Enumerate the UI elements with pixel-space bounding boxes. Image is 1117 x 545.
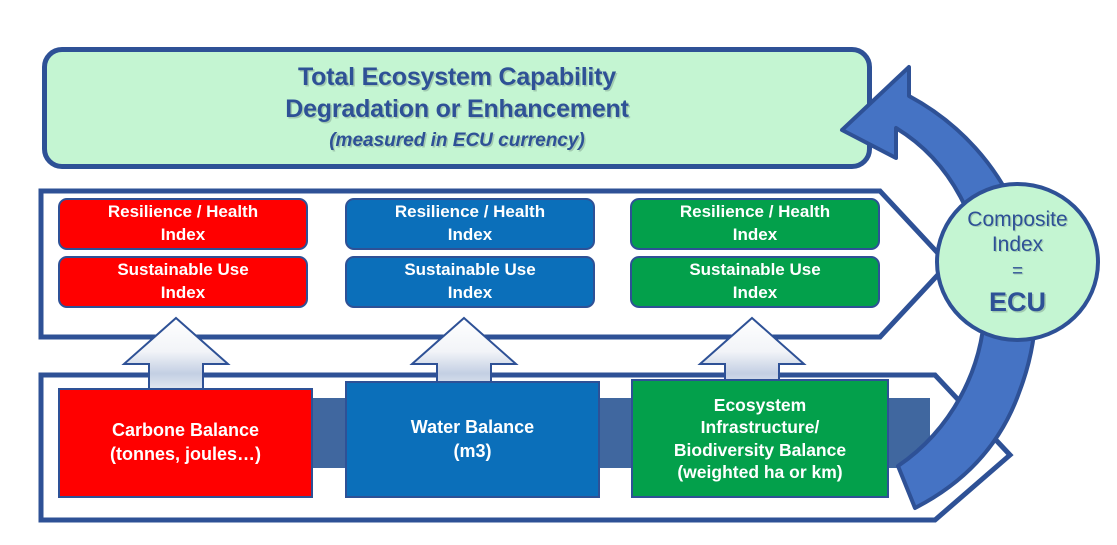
index-box-label-line2: Index xyxy=(447,283,493,302)
balance-label-line4: (weighted ha or km) xyxy=(677,461,843,482)
composite-ecu-value: ECU xyxy=(988,286,1046,317)
index-box-water-sustainable-use[interactable]: Sustainable Use Index xyxy=(345,256,595,308)
index-box-label-line1: Sustainable Use xyxy=(689,260,821,280)
index-column-ecosystem: Resilience / Health Index Sustainable Us… xyxy=(630,198,880,308)
balance-label-line3: Biodiversity Balance xyxy=(673,439,847,460)
banner-subtitle: (measured in ECU currency) xyxy=(329,129,585,151)
index-box-label-line1: Resilience / Health xyxy=(107,202,259,222)
index-box-label-line2: Index xyxy=(447,225,493,244)
index-box-label-line2: Index xyxy=(732,283,778,302)
balance-box-carbon[interactable]: Carbone Balance (tonnes, joules…) xyxy=(58,388,313,498)
balance-label-line1: Water Balance xyxy=(410,416,535,437)
banner-title-line-1: Total Ecosystem Capability xyxy=(297,63,617,92)
index-column-water: Resilience / Health Index Sustainable Us… xyxy=(345,198,595,308)
index-box-water-resilience[interactable]: Resilience / Health Index xyxy=(345,198,595,250)
balance-label-line1: Ecosystem xyxy=(713,395,807,416)
balance-box-water[interactable]: Water Balance (m3) xyxy=(345,381,600,498)
index-box-ecosystem-resilience[interactable]: Resilience / Health Index xyxy=(630,198,880,250)
balance-label-line2: (tonnes, joules…) xyxy=(109,444,261,464)
balance-label-line2: Infrastructure/ xyxy=(700,417,820,438)
index-box-ecosystem-sustainable-use[interactable]: Sustainable Use Index xyxy=(630,256,880,308)
index-box-carbon-resilience[interactable]: Resilience / Health Index xyxy=(58,198,308,250)
balance-label-line2: (m3) xyxy=(453,440,492,461)
index-box-label-line1: Resilience / Health xyxy=(679,202,831,222)
composite-index-circle[interactable]: Composite Index = ECU xyxy=(935,182,1100,342)
index-box-label-line1: Sustainable Use xyxy=(117,260,249,280)
composite-line-1: Composite xyxy=(967,207,1068,231)
index-box-label-line2: Index xyxy=(160,283,206,302)
total-ecosystem-capability-banner: Total Ecosystem Capability Degradation o… xyxy=(42,47,872,169)
composite-line-2: Index xyxy=(991,233,1044,257)
index-column-carbon: Resilience / Health Index Sustainable Us… xyxy=(58,198,308,308)
index-box-carbon-sustainable-use[interactable]: Sustainable Use Index xyxy=(58,256,308,308)
balance-label-line1: Carbone Balance xyxy=(111,420,260,441)
connector-bar-3 xyxy=(884,398,930,468)
balance-box-ecosystem[interactable]: Ecosystem Infrastructure/ Biodiversity B… xyxy=(631,379,889,498)
index-box-label-line1: Sustainable Use xyxy=(404,260,536,280)
index-box-label-line2: Index xyxy=(160,225,206,244)
index-box-label-line1: Resilience / Health xyxy=(394,202,546,222)
index-box-label-line2: Index xyxy=(732,225,778,244)
banner-title-line-2: Degradation or Enhancement xyxy=(285,95,629,124)
composite-equals-sign: = xyxy=(1011,261,1024,283)
